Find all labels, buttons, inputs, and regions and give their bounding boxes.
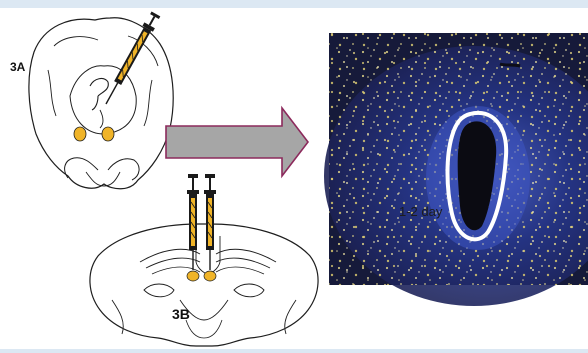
bottom-band (0, 349, 588, 353)
micrograph-image (324, 33, 588, 306)
drug-spot-right (102, 127, 114, 141)
time-annotation: 1-2 day (399, 204, 442, 219)
drug-spot-left (187, 271, 199, 281)
panel-3b-label: 3B (172, 306, 190, 322)
panel-3a-brain-section (29, 18, 173, 189)
arrow-right-icon (166, 108, 308, 176)
panel-3a-label: 3A (10, 60, 25, 74)
panel-3b-brain-section (90, 224, 318, 346)
drug-spot-right (204, 271, 216, 281)
drug-spot-left (74, 127, 86, 141)
